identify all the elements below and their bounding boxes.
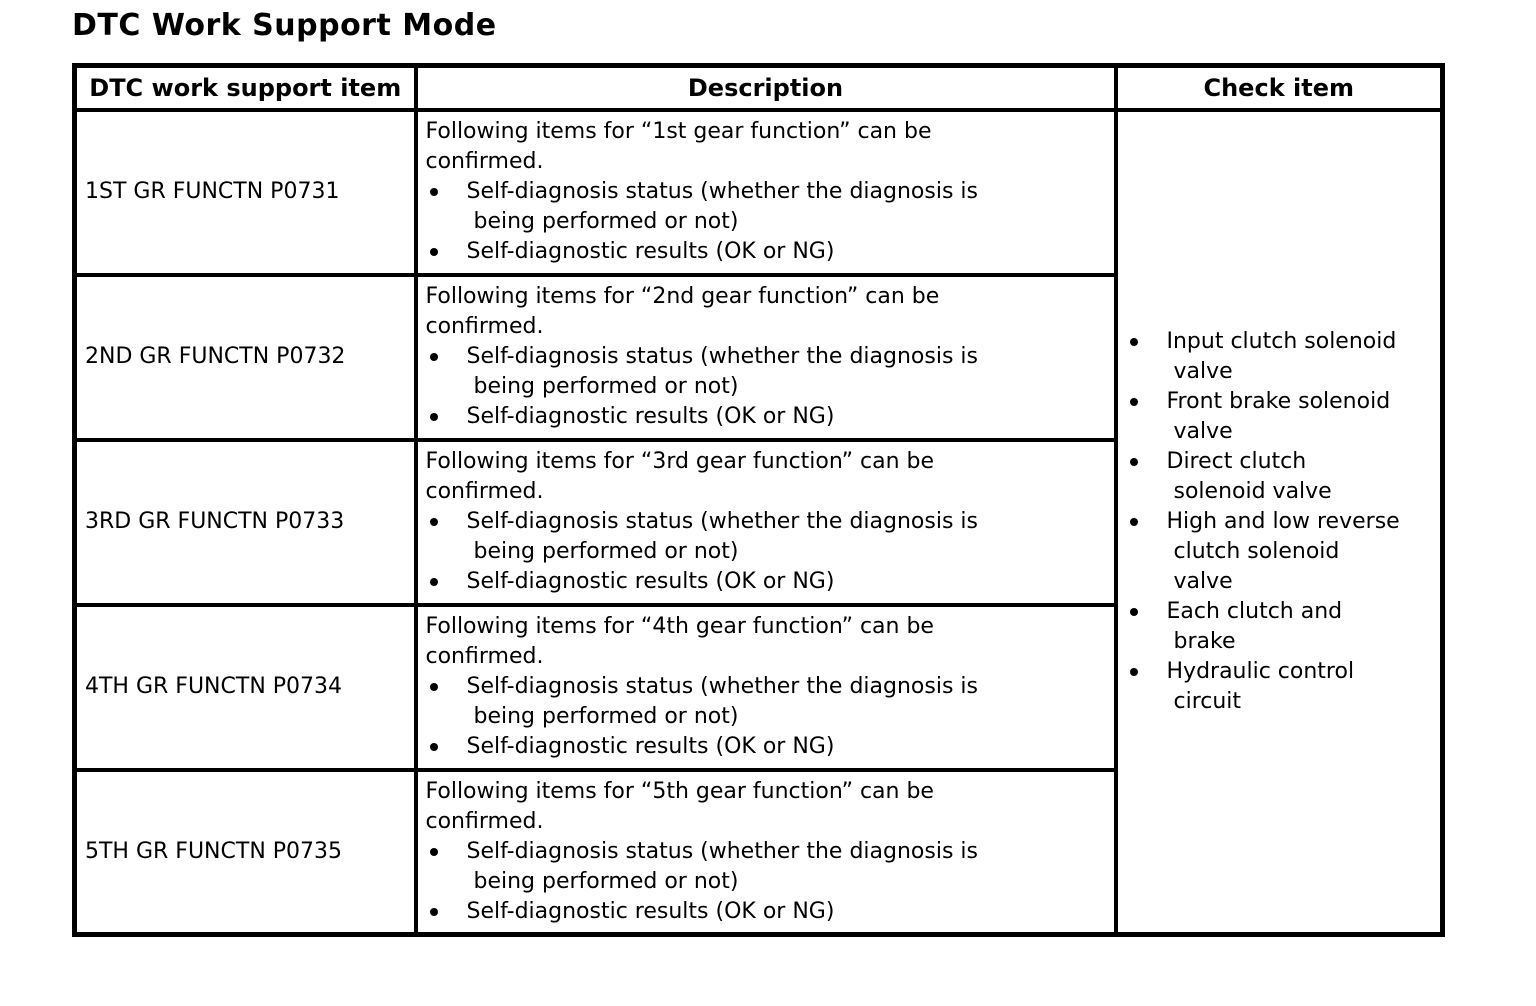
- description-cell: Following items for “4th gear function” …: [413, 602, 1118, 772]
- description-bullet-list: Self-diagnosis status (whether the diagn…: [426, 177, 1106, 267]
- description-intro: Following items for “3rd gear function” …: [425, 448, 935, 504]
- description-bullet: Self-diagnostic results (OK or NG): [426, 237, 1106, 267]
- support-item-cell: 5TH GR FUNCTN P0735: [72, 767, 418, 937]
- check-item: Hydraulic control circuit: [1126, 657, 1433, 717]
- bullet-icon: [429, 247, 438, 256]
- bullet-icon: [429, 577, 438, 586]
- bullet-icon: [429, 187, 438, 196]
- bullet-icon: [1129, 667, 1138, 676]
- description-bullet: Self-diagnosis status (whether the diagn…: [426, 177, 1106, 237]
- description-intro: Following items for “1st gear function” …: [425, 118, 932, 174]
- description-cell: Following items for “2nd gear function” …: [413, 272, 1118, 442]
- description-cell: Following items for “1st gear function” …: [413, 107, 1118, 277]
- bullet-icon: [429, 742, 438, 751]
- page-title: DTC Work Support Mode: [72, 8, 497, 43]
- bullet-icon: [429, 847, 438, 856]
- bullet-icon: [1129, 517, 1138, 526]
- bullet-icon: [1129, 457, 1138, 466]
- description-bullet: Self-diagnosis status (whether the diagn…: [426, 342, 1106, 402]
- description-cell: Following items for “3rd gear function” …: [413, 437, 1118, 607]
- description-bullet: Self-diagnosis status (whether the diagn…: [426, 507, 1106, 567]
- check-item: Each clutch and brake: [1126, 597, 1433, 657]
- support-item-cell: 2ND GR FUNCTN P0732: [72, 272, 418, 442]
- bullet-icon: [429, 412, 438, 421]
- description-bullet-list: Self-diagnosis status (whether the diagn…: [426, 507, 1106, 597]
- description-bullet-list: Self-diagnosis status (whether the diagn…: [426, 672, 1106, 762]
- table-row: 4TH GR FUNCTN P0734 Following items for …: [72, 602, 1443, 772]
- check-item-cell: Input clutch solenoid valve Front brake …: [1113, 107, 1445, 937]
- col-header-description: Description: [413, 63, 1118, 112]
- header-row: DTC work support item Description Check …: [72, 63, 1445, 112]
- bullet-icon: [429, 517, 438, 526]
- bullet-icon: [1129, 607, 1138, 616]
- support-item-cell: 3RD GR FUNCTN P0733: [72, 437, 418, 607]
- support-item-cell: 4TH GR FUNCTN P0734: [72, 602, 418, 772]
- description-bullet: Self-diagnosis status (whether the diagn…: [426, 837, 1106, 897]
- check-item: Direct clutch solenoid valve: [1126, 447, 1433, 507]
- description-cell: Following items for “5th gear function” …: [413, 767, 1118, 937]
- check-item-list: Input clutch solenoid valve Front brake …: [1126, 327, 1433, 717]
- check-item: High and low reverse clutch solenoid val…: [1126, 507, 1433, 597]
- bullet-icon: [429, 682, 438, 691]
- check-item: Input clutch solenoid valve: [1126, 327, 1433, 387]
- description-intro: Following items for “4th gear function” …: [425, 613, 934, 669]
- check-item: Front brake solenoid valve: [1126, 387, 1433, 447]
- col-header-check: Check item: [1113, 63, 1445, 112]
- bullet-icon: [1129, 337, 1138, 346]
- table-row: 5TH GR FUNCTN P0735 Following items for …: [72, 767, 1443, 937]
- support-item-cell: 1ST GR FUNCTN P0731: [72, 107, 418, 277]
- description-bullet: Self-diagnostic results (OK or NG): [426, 402, 1106, 432]
- description-bullet-list: Self-diagnosis status (whether the diagn…: [426, 837, 1106, 927]
- col-header-item: DTC work support item: [72, 63, 418, 112]
- description-bullet-list: Self-diagnosis status (whether the diagn…: [426, 342, 1106, 432]
- bullet-icon: [1129, 397, 1138, 406]
- table-row: 3RD GR FUNCTN P0733 Following items for …: [72, 437, 1443, 607]
- description-bullet: Self-diagnostic results (OK or NG): [426, 567, 1106, 597]
- bullet-icon: [429, 352, 438, 361]
- description-intro: Following items for “2nd gear function” …: [425, 283, 940, 339]
- description-bullet: Self-diagnostic results (OK or NG): [426, 732, 1106, 762]
- description-bullet: Self-diagnosis status (whether the diagn…: [426, 672, 1106, 732]
- table-row: 1ST GR FUNCTN P0731 Following items for …: [72, 107, 1445, 937]
- description-intro: Following items for “5th gear function” …: [425, 778, 934, 834]
- description-bullet: Self-diagnostic results (OK or NG): [426, 897, 1106, 927]
- table-row: 2ND GR FUNCTN P0732 Following items for …: [72, 272, 1443, 442]
- bullet-icon: [429, 907, 438, 916]
- dtc-work-support-table: DTC work support item Description Check …: [72, 63, 1445, 937]
